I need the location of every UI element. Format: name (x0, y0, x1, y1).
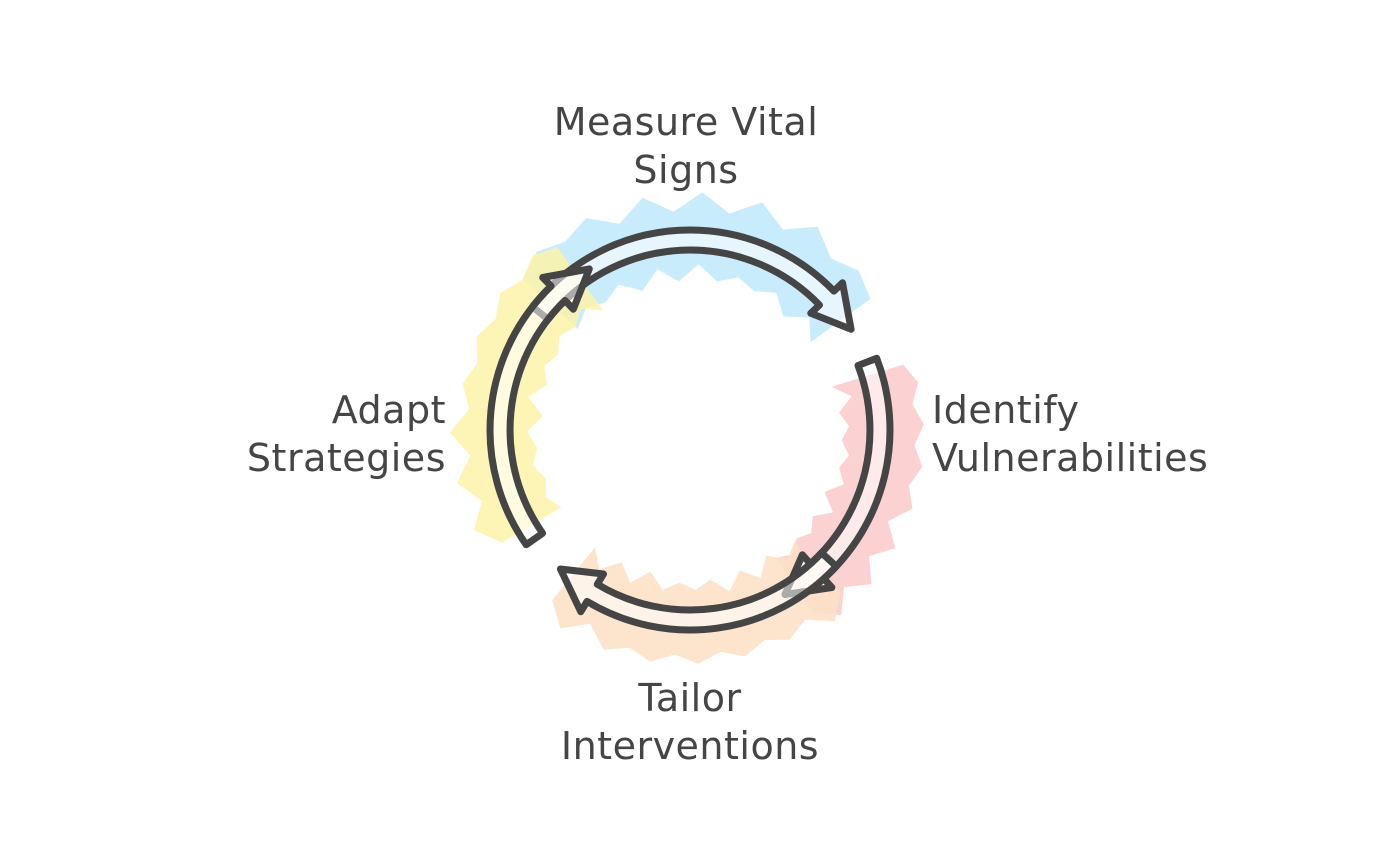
highlight-adapt (450, 247, 603, 543)
step-label-tailor-interventions: Tailor Interventions (490, 674, 890, 770)
step-label-line: Measure Vital (553, 100, 819, 144)
step-label-identify-vulnerabilities: Identify Vulnerabilities (932, 386, 1252, 482)
cycle-arrow-adapt (486, 265, 593, 549)
step-label-line: Vulnerabilities (932, 436, 1209, 480)
cycle-arrow-measure (528, 226, 855, 333)
highlight-layer (450, 192, 924, 664)
highlight-tailor (552, 541, 841, 664)
cycle-arrow-tailor (556, 549, 840, 634)
step-label-adapt-strategies: Adapt Strategies (146, 386, 446, 482)
step-label-line: Identify (932, 388, 1080, 432)
step-label-line: Interventions (560, 724, 820, 768)
step-label-line: Tailor (638, 676, 742, 720)
cycle-arrow-identify (781, 354, 894, 598)
highlight-measure (522, 192, 871, 343)
arrow-layer (486, 226, 894, 634)
step-label-line: Strategies (246, 436, 446, 480)
step-label-line: Adapt (331, 388, 446, 432)
step-label-line: Signs (633, 148, 739, 192)
step-label-measure-vital-signs: Measure Vital Signs (486, 98, 886, 194)
